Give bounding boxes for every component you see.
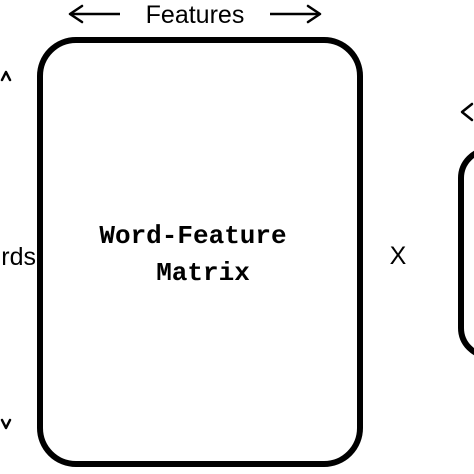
matrix-title-line2: Matrix: [156, 258, 250, 288]
words-label: rds: [1, 243, 36, 271]
features-dimension-arrow: [68, 4, 322, 24]
second-matrix-box: [458, 150, 474, 356]
multiply-operator: X: [390, 242, 407, 270]
features-label: Features: [146, 1, 245, 29]
word-feature-matrix-box: [37, 37, 363, 467]
matrix-title-line1: Word-Feature: [99, 221, 286, 251]
words-dimension-arrow: [0, 70, 12, 430]
right-dimension-arrow: [460, 102, 474, 122]
